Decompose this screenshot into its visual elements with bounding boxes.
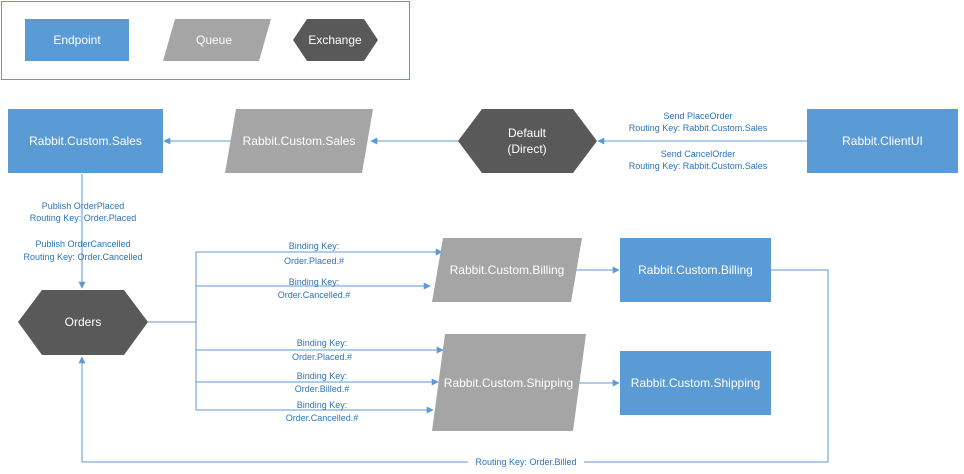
client-ui-label: Rabbit.ClientUI — [842, 134, 923, 148]
node-shipping-queue[interactable]: Rabbit.Custom.Shipping — [432, 334, 586, 431]
billing-queue-label: Rabbit.Custom.Billing — [450, 263, 565, 277]
billing-placed-label-line2: Order.Placed.# — [284, 256, 344, 266]
send-cancel-order-label-line1: Send CancelOrder — [661, 149, 736, 159]
shipping-placed-label-line1: Binding Key: — [297, 338, 348, 348]
node-default-exchange[interactable]: Default (Direct) — [458, 109, 597, 173]
publish-order-cancelled-label-line2: Routing Key: Order.Cancelled — [23, 252, 142, 262]
legend-endpoint-shape — [25, 19, 129, 61]
sales-queue-label: Rabbit.Custom.Sales — [243, 134, 356, 148]
billing-endpoint-label: Rabbit.Custom.Billing — [638, 263, 753, 277]
billing-cancelled-label-line1: Binding Key: — [289, 277, 340, 287]
node-shipping-endpoint[interactable]: Rabbit.Custom.Shipping — [620, 351, 771, 415]
legend-border — [1, 1, 410, 80]
shipping-cancelled-label-line2: Order.Cancelled.# — [286, 413, 359, 423]
default-exchange-shape — [458, 109, 597, 173]
node-client-ui[interactable]: Rabbit.ClientUI — [807, 109, 958, 173]
shipping-billed-label-line2: Order.Billed.# — [295, 384, 350, 394]
node-sales-queue[interactable]: Rabbit.Custom.Sales — [225, 109, 373, 173]
orders-exchange-label: Orders — [65, 315, 102, 329]
shipping-cancelled-label-line1: Binding Key: — [297, 400, 348, 410]
publish-order-placed-label-line2: Routing Key: Order.Placed — [30, 213, 137, 223]
shipping-queue-shape — [432, 334, 586, 431]
billing-queue-shape — [432, 238, 582, 302]
legend-endpoint-label: Endpoint — [53, 33, 101, 47]
publish-order-placed-label-line1: Publish OrderPlaced — [42, 201, 125, 211]
orders-exchange-shape — [18, 290, 148, 355]
legend: Endpoint Queue Exchange — [1, 1, 410, 80]
shipping-endpoint-label: Rabbit.Custom.Shipping — [631, 376, 760, 390]
node-sales-endpoint[interactable]: Rabbit.Custom.Sales — [8, 109, 163, 173]
edge-labels: Send PlaceOrder Routing Key: Rabbit.Cust… — [23, 111, 768, 468]
shipping-placed-label-line2: Order.Placed.# — [292, 352, 352, 362]
billing-placed-label-line1: Binding Key: — [289, 241, 340, 251]
node-orders-exchange[interactable]: Orders — [18, 290, 148, 355]
shipping-queue-label: Rabbit.Custom.Shipping — [444, 376, 573, 390]
default-exchange-label-line2: (Direct) — [507, 142, 546, 156]
shipping-endpoint-shape — [620, 351, 771, 415]
order-billed-label-background — [468, 456, 584, 468]
send-place-order-label-line1: Send PlaceOrder — [663, 111, 732, 121]
default-exchange-label-line1: Default — [508, 126, 547, 140]
legend-queue-shape — [163, 19, 271, 61]
shipping-billed-label-line1: Binding Key: — [297, 371, 348, 381]
connectors — [78, 137, 829, 463]
billing-cancelled-label-line2: Order.Cancelled.# — [278, 290, 351, 300]
legend-queue-label: Queue — [196, 33, 232, 47]
client-ui-shape — [807, 109, 958, 173]
legend-exchange-label: Exchange — [308, 33, 362, 47]
send-cancel-order-label-line2: Routing Key: Rabbit.Custom.Sales — [629, 161, 768, 171]
node-billing-endpoint[interactable]: Rabbit.Custom.Billing — [620, 238, 771, 302]
sales-endpoint-shape — [8, 109, 163, 173]
billing-endpoint-shape — [620, 238, 771, 302]
node-billing-queue[interactable]: Rabbit.Custom.Billing — [432, 238, 582, 302]
order-billed-label: Routing Key: Order.Billed — [475, 457, 576, 467]
publish-order-cancelled-label-line1: Publish OrderCancelled — [35, 239, 130, 249]
sales-endpoint-label: Rabbit.Custom.Sales — [29, 134, 142, 148]
edge-billing-to-orders — [78, 269, 829, 463]
sales-queue-shape — [225, 109, 373, 173]
send-place-order-label-line2: Routing Key: Rabbit.Custom.Sales — [629, 123, 768, 133]
legend-exchange-shape — [293, 19, 378, 61]
